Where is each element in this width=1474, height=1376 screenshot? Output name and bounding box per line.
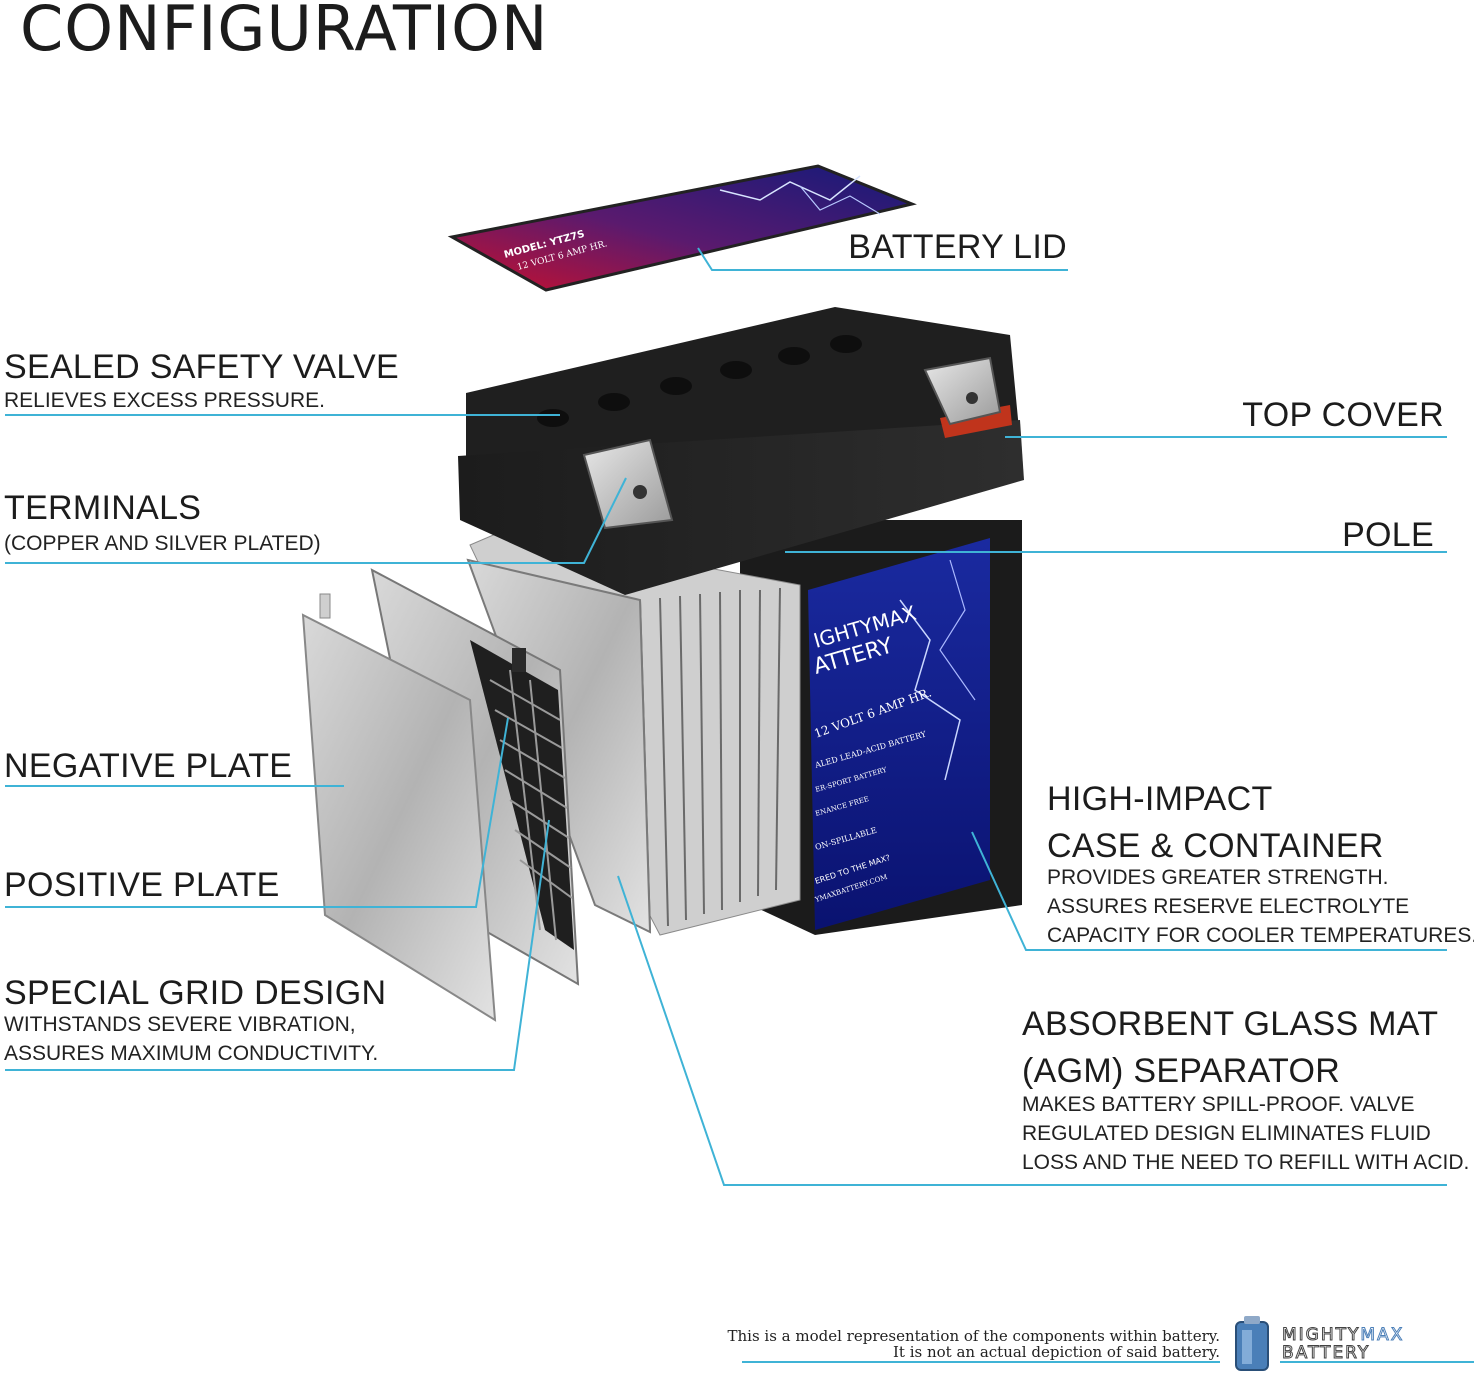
label-agm-heading-1: ABSORBENT GLASS MAT [1022, 1005, 1439, 1043]
label-sealed-valve-heading: SEALED SAFETY VALVE [4, 348, 399, 386]
brand-battery: BATTERY [1281, 1343, 1371, 1363]
label-terminals-heading: TERMINALS [4, 489, 202, 527]
label-agm-heading-2: (AGM) SEPARATOR [1022, 1052, 1341, 1090]
label-pole: POLE [1342, 516, 1434, 554]
disclaimer: This is a model representation of the co… [727, 1328, 1220, 1360]
label-case-heading-1: HIGH-IMPACT [1047, 780, 1273, 818]
label-positive-plate: POSITIVE PLATE [4, 866, 280, 904]
label-terminals-desc: (COPPER AND SILVER PLATED) [4, 532, 321, 555]
label-negative-plate: NEGATIVE PLATE [4, 747, 293, 785]
battery-lid: MODEL: YTZ7S 12 VOLT 6 AMP HR. [447, 164, 917, 292]
label-sealed-valve-desc: RELIEVES EXCESS PRESSURE. [4, 389, 325, 412]
brand-max: MAX [1360, 1325, 1405, 1345]
label-case-desc-1: PROVIDES GREATER STRENGTH. [1047, 866, 1389, 889]
label-agm-desc-2: REGULATED DESIGN ELIMINATES FLUID [1022, 1122, 1431, 1145]
leader-positive-plate [5, 717, 509, 908]
leader-battery-lid [697, 247, 1068, 271]
brand-mighty: MIGHTY [1281, 1325, 1361, 1345]
label-top-cover: TOP COVER [1242, 396, 1444, 434]
label-grid-desc-2: ASSURES MAXIMUM CONDUCTIVITY. [4, 1042, 379, 1065]
label-agm-desc-1: MAKES BATTERY SPILL-PROOF. VALVE [1022, 1093, 1415, 1116]
leader-case [971, 831, 1447, 951]
label-case-heading-2: CASE & CONTAINER [1047, 827, 1384, 865]
label-case-desc-3: CAPACITY FOR COOLER TEMPERATURES. [1047, 924, 1474, 947]
battery-logo-icon [1235, 1316, 1269, 1371]
terminal-positive [923, 356, 1002, 426]
label-case-desc-2: ASSURES RESERVE ELECTROLYTE [1047, 895, 1410, 918]
leader-agm [617, 875, 1447, 1186]
disclaimer-line-2: It is not an actual depiction of said ba… [892, 1343, 1220, 1361]
leader-terminals [5, 477, 627, 564]
battery-case: IGHTYMAX ATTERY 12 VOLT 6 AMP HR. ALED L… [740, 520, 1022, 935]
leader-grid [5, 819, 550, 1071]
label-grid-heading: SPECIAL GRID DESIGN [4, 974, 387, 1012]
page-title: CONFIGURATION [20, 0, 549, 65]
label-grid-desc-1: WITHSTANDS SEVERE VIBRATION, [4, 1013, 356, 1036]
label-battery-lid: BATTERY LID [848, 228, 1067, 266]
negative-plate [301, 593, 497, 1022]
terminal-negative [582, 438, 674, 530]
disclaimer-line-1: This is a model representation of the co… [727, 1327, 1220, 1345]
brand-logo-text: MIGHTYMAX BATTERY [1281, 1325, 1405, 1363]
label-agm-desc-3: LOSS AND THE NEED TO REFILL WITH ACID. [1022, 1151, 1470, 1174]
leader-lines [5, 247, 1474, 1363]
